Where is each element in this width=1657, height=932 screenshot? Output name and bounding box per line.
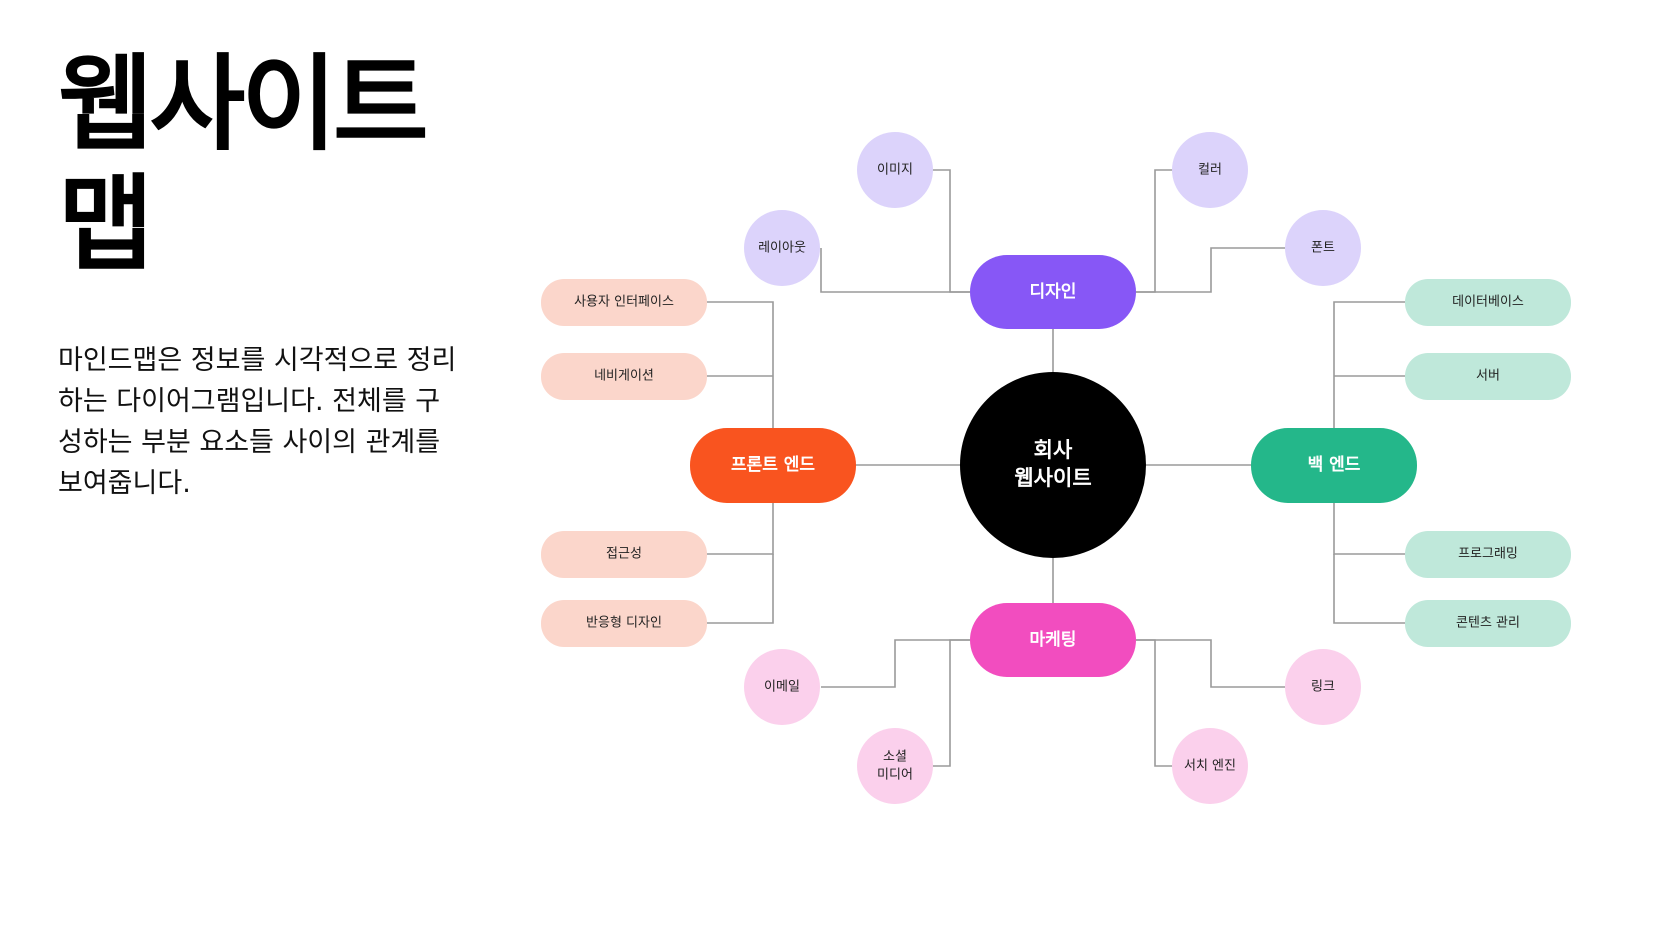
marketing-leaves: 이메일 소셜 미디어 링크 서치 엔진 <box>744 649 1361 804</box>
design-leaves: 이미지 컬러 레이아웃 폰트 <box>744 132 1361 286</box>
branch-backend-pill <box>1251 428 1417 503</box>
leaf-accessibility-label: 접근성 <box>606 547 642 562</box>
leaf-programming-label: 프로그래밍 <box>1458 547 1518 562</box>
leaf-ui-label: 사용자 인터페이스 <box>574 295 674 310</box>
leaf-server <box>1405 353 1571 400</box>
leaf-color-label: 컬러 <box>1198 163 1222 178</box>
leaf-social-media-label-line1: 소셜 <box>883 750 907 765</box>
leaf-font-label: 폰트 <box>1311 241 1335 256</box>
leaf-responsive-label: 반응형 디자인 <box>586 616 662 631</box>
branch-design: 디자인 <box>970 255 1136 329</box>
leaf-cms-label: 콘텐츠 관리 <box>1456 616 1520 631</box>
description: 마인드맵은 정보를 시각적으로 정리하는 다이어그램입니다. 전체를 구성하는 … <box>58 345 457 499</box>
leaf-navigation <box>541 353 707 400</box>
leaf-search-engine <box>1172 728 1248 804</box>
connector-marketing-search <box>1136 639 1173 767</box>
leaf-ui <box>541 279 707 326</box>
connector-design-color <box>1136 169 1173 293</box>
connector-frontend-ui <box>706 301 774 428</box>
branch-marketing-label: 마케팅 <box>1030 630 1077 650</box>
center-node: 회사 웹사이트 <box>960 372 1146 558</box>
frontend-leaves: 사용자 인터페이스 네비게이션 접근성 반응형 디자인 <box>541 279 707 647</box>
leaf-link-label: 링크 <box>1311 680 1335 695</box>
leaf-database <box>1405 279 1571 326</box>
leaf-database-label: 데이터베이스 <box>1452 295 1524 310</box>
leaf-color <box>1172 132 1248 208</box>
leaf-font <box>1285 210 1361 286</box>
connector-frontend-access <box>706 503 774 555</box>
backend-leaves: 데이터베이스 서버 프로그래밍 콘텐츠 관리 <box>1405 279 1571 647</box>
leaf-image <box>857 132 933 208</box>
connector-backend-prog <box>1333 503 1405 555</box>
branch-design-label: 디자인 <box>1030 282 1077 302</box>
leaf-social-media-label-line2: 미디어 <box>877 768 913 783</box>
connector-design-font <box>1136 247 1285 293</box>
branch-marketing-pill <box>970 603 1136 677</box>
connector-design-image <box>932 169 970 293</box>
leaf-programming <box>1405 531 1571 578</box>
connector-design-layout <box>820 248 970 293</box>
branch-frontend-pill <box>690 428 856 503</box>
connector-marketing-link <box>1136 639 1285 688</box>
connector-marketing-email <box>821 639 970 688</box>
center-circle <box>960 372 1146 558</box>
branch-frontend: 프론트 엔드 <box>690 428 856 503</box>
branch-design-pill <box>970 255 1136 329</box>
center-label-line2: 웹사이트 <box>1014 466 1091 490</box>
center-label-line1: 회사 <box>1034 438 1073 462</box>
leaf-email <box>744 649 820 725</box>
leaf-accessibility <box>541 531 707 578</box>
leaf-layout-label: 레이아웃 <box>758 241 806 256</box>
leaf-image-label: 이미지 <box>877 163 913 178</box>
branch-backend: 백 엔드 <box>1251 428 1417 503</box>
leaf-cms <box>1405 600 1571 647</box>
connector-marketing-social <box>932 639 970 767</box>
branch-backend-label: 백 엔드 <box>1308 455 1361 475</box>
leaf-search-engine-label: 서치 엔진 <box>1184 759 1236 774</box>
connectors <box>706 169 1405 767</box>
connector-backend-db <box>1333 301 1405 428</box>
leaf-responsive <box>541 600 707 647</box>
leaf-email-label: 이메일 <box>764 680 800 695</box>
leaf-navigation-label: 네비게이션 <box>594 369 654 384</box>
connector-backend-cms <box>1333 554 1405 624</box>
leaf-server-label: 서버 <box>1476 369 1500 384</box>
leaf-layout <box>744 210 820 286</box>
leaf-social-media <box>857 728 933 804</box>
leaf-link <box>1285 649 1361 725</box>
page-title: 웹사이트 맵 <box>58 43 429 285</box>
connector-frontend-responsive <box>706 554 774 624</box>
branch-marketing: 마케팅 <box>970 603 1136 677</box>
branch-frontend-label: 프론트 엔드 <box>731 455 815 475</box>
